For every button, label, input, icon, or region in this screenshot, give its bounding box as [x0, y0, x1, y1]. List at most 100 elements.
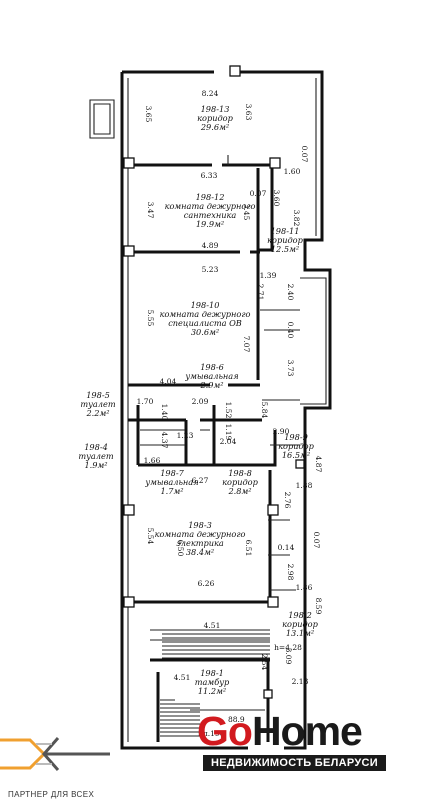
dimension-label: 1.52 [224, 402, 233, 419]
room-id-label: 198-12 [196, 192, 225, 202]
dimension-label: 1.23 [177, 431, 194, 440]
room-area-label: 12.5м² [271, 244, 299, 254]
dimension-label: 1.39 [260, 271, 277, 280]
logo-home: Home [251, 708, 363, 754]
dimension-label: 6.51 [244, 540, 253, 557]
dimension-label: 6.33 [201, 171, 218, 180]
room-id-label: 198-1 [200, 668, 224, 678]
room-name2-label: электрика [176, 538, 224, 548]
logo-go: Go [197, 708, 253, 754]
dimension-label: 5.84 [260, 402, 269, 419]
partner-logo [0, 737, 110, 771]
dimension-label: 4.37 [160, 432, 169, 449]
dimension-label: 2.98 [286, 564, 295, 581]
room-id-label: 198-13 [201, 104, 230, 114]
room-area-label: 29.6м² [200, 122, 229, 132]
room-area-label: 19.9м² [196, 219, 224, 229]
gohome-logo: GoHome НЕДВИЖИМОСТЬ БЕЛАРУСИ [192, 708, 392, 774]
room-name-label: умывальная [184, 371, 238, 381]
dimension-label: 5.54 [146, 528, 155, 545]
stairs-lower [160, 703, 200, 737]
dimension-label: 3.60 [272, 190, 281, 207]
dimension-label: 0.40 [286, 322, 295, 339]
dimension-label: 3.47 [146, 202, 155, 219]
room-id-label: 198-6 [200, 362, 224, 372]
dimension-label: 2.04 [220, 437, 237, 446]
dimension-label: 1.86 [296, 583, 313, 592]
dimension-label: 7.07 [242, 336, 251, 353]
dimension-label: 0.14 [278, 543, 295, 552]
stairs-upper [162, 633, 270, 659]
room-id-label: 198-8 [228, 468, 252, 478]
dimension-label: 2.40 [286, 284, 295, 301]
room-area-label: 11.2м² [198, 686, 226, 696]
dimension-label: 3.65 [144, 106, 153, 123]
room-name-label: комната дежурного [160, 309, 251, 319]
room-id-label: 198-11 [271, 226, 300, 236]
room-id-label: 198-10 [191, 300, 220, 310]
room-name2-label: специалиста ОВ [168, 318, 242, 328]
room-area-label: 1.7м² [160, 486, 183, 496]
dimension-label: 2.90 [273, 427, 290, 436]
room-id-label: 198-5 [86, 390, 110, 400]
room-name-label: туалет [80, 399, 115, 409]
dimension-label: 0.07 [300, 146, 309, 163]
room-id-label: 198-4 [84, 442, 108, 452]
annex-box [89, 99, 115, 139]
dimension-label: 2.76 [283, 492, 292, 509]
room-area-label: 2.9м² [199, 380, 223, 390]
dimension-label: 2.71 [256, 284, 265, 301]
room-area-label: 16.5м² [282, 450, 310, 460]
dimension-label: 1.88 [296, 481, 313, 490]
room-area-label: 2.2м² [85, 408, 109, 418]
dimension-label: 4.89 [202, 241, 219, 250]
room-area-label: 30.6м² [191, 327, 219, 337]
room-area-label: 2.8м² [227, 486, 251, 496]
dimension-label: 3.09 [284, 648, 293, 665]
room-name-label: коридор [197, 113, 233, 123]
outer-wall [120, 70, 332, 750]
room-name-label: умывальная [144, 477, 198, 487]
dimension-label: 1.19 [224, 424, 233, 441]
stair-label: ил.198 [198, 729, 225, 738]
detail-lines [140, 155, 300, 711]
dimension-label: 6.27 [192, 476, 209, 485]
logo-wordmark: GoHome [197, 708, 363, 754]
room-name-label: тамбур [195, 677, 230, 687]
room-name-label: коридор [282, 619, 318, 629]
dimension-label: 5.23 [202, 265, 219, 274]
dimension-label: 1.40 [160, 404, 169, 421]
dimension-label: h=4.28 [274, 643, 302, 652]
room-name-label: комната дежурного [155, 529, 246, 539]
dimension-label: 6.50 [176, 540, 185, 557]
stair-value: 88.9 [228, 715, 245, 724]
room-name-label: комната дежурного [165, 201, 256, 211]
columns [123, 65, 305, 699]
partition-walls [128, 163, 280, 742]
dimension-label: 4.87 [314, 456, 323, 473]
dimension-label: 1.66 [144, 456, 161, 465]
room-area-label: 13.1м² [286, 628, 314, 638]
room-id-label: 198-3 [188, 520, 212, 530]
inner-outer-wall [127, 78, 327, 742]
dimension-label: 0.07 [250, 189, 267, 198]
dimension-label: 4.51 [174, 673, 191, 682]
partner-logo-mark-2 [42, 737, 110, 771]
room-name2-label: сантехника [184, 210, 237, 220]
dimension-label: 0.07 [312, 532, 321, 549]
room-id-label: 198-7 [160, 468, 184, 478]
dimension-label: 4.04 [160, 377, 177, 386]
partner-tagline: ПАРТНЕР ДЛЯ ВСЕХ [8, 790, 95, 799]
dimension-label: 2.13 [292, 677, 309, 686]
logo-tagline: НЕДВИЖИМОСТЬ БЕЛАРУСИ [203, 755, 386, 771]
room-area-label: 38.4м² [186, 547, 214, 557]
dimension-label: 4.51 [204, 621, 221, 630]
room-area-label: 1.9м² [84, 460, 107, 470]
dimension-label: 6.26 [198, 579, 215, 588]
room-name-label: туалет [78, 451, 113, 461]
dimension-label: 3.45 [242, 204, 251, 221]
dimension-label: 2.09 [192, 397, 209, 406]
